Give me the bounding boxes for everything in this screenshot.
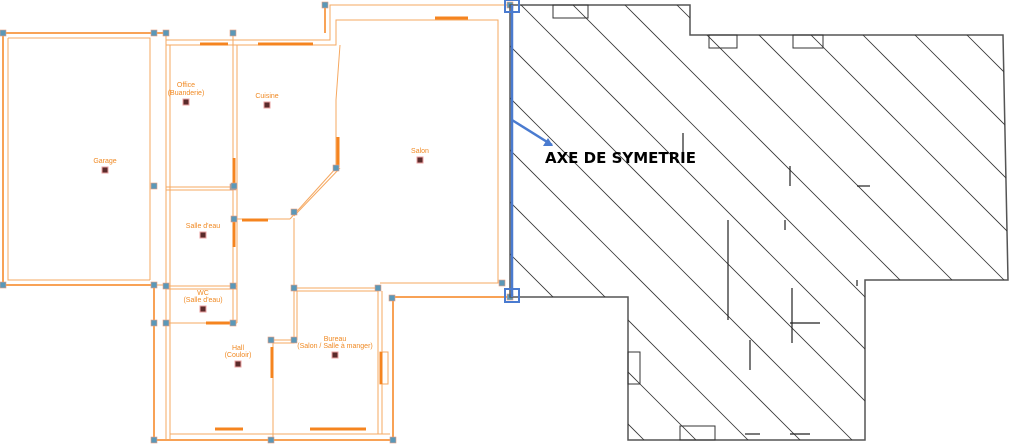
room-marker	[199, 305, 207, 313]
wall-grip	[162, 282, 170, 290]
hatch-line	[879, 5, 1008, 440]
hatch-line	[827, 5, 1008, 440]
room-label-wc: WC	[197, 290, 209, 297]
left-plan-walls	[2, 4, 510, 441]
wall-grip	[388, 294, 396, 302]
hatch-line	[510, 5, 863, 440]
room-marker	[101, 166, 109, 174]
wall-grip	[229, 319, 237, 327]
wall-grip	[290, 284, 298, 292]
wall-grip	[374, 284, 382, 292]
room-sublabel-wc: (Salle d'eau)	[183, 297, 222, 304]
hatch-line	[775, 5, 1008, 440]
room-marker	[234, 360, 242, 368]
mirrored-plan	[509, 4, 1009, 441]
wall-grip	[498, 279, 506, 287]
wall-grip	[290, 208, 298, 216]
hatch-line	[510, 5, 811, 440]
hatch-line	[510, 5, 655, 440]
room-sublabel-office: (Buanderie)	[168, 90, 205, 97]
hatch-line	[671, 5, 1008, 440]
room-label-salon: Salon	[411, 148, 429, 155]
wall-grip	[150, 436, 158, 444]
wall-grips	[0, 1, 514, 444]
wall-grip	[150, 319, 158, 327]
room-sublabel-bureau: (Salon / Salle à manger)	[297, 343, 372, 350]
room-marker	[182, 98, 190, 106]
room-labels: Garage Office (Buanderie) Cuisine Salon …	[93, 82, 429, 368]
room-label-office: Office	[177, 82, 195, 89]
symmetry-axis-label: AXE DE SYMETRIE	[545, 149, 696, 167]
room-label-cuisine: Cuisine	[255, 93, 278, 100]
room-sublabel-hall: (Couloir)	[225, 352, 252, 359]
room-label-garage: Garage	[93, 158, 116, 165]
hatch-pattern	[510, 5, 1008, 440]
wall-grip	[230, 182, 238, 190]
room-marker	[263, 101, 271, 109]
wall-grip	[150, 281, 158, 289]
hatch-line	[510, 5, 759, 440]
room-marker	[199, 231, 207, 239]
wall-grip	[389, 436, 397, 444]
wall-grip	[290, 336, 298, 344]
wall-grip	[332, 164, 340, 172]
wall-grip	[229, 29, 237, 37]
wall-grip	[0, 281, 7, 289]
hatch-line	[931, 5, 1008, 440]
hatch-line	[510, 5, 707, 440]
room-label-salle-d-eau: Salle d'eau	[186, 223, 221, 230]
room-marker	[331, 351, 339, 359]
hatch-line	[723, 5, 1008, 440]
wall-grip	[321, 1, 329, 9]
wall-grip	[162, 29, 170, 37]
wall-grip	[162, 319, 170, 327]
room-label-bureau: Bureau	[324, 336, 347, 343]
wall-grip	[229, 282, 237, 290]
wall-grip	[150, 29, 158, 37]
wall-grip	[267, 336, 275, 344]
symmetry-axis	[504, 0, 553, 303]
hatch-line	[510, 5, 915, 440]
wall-grip	[0, 29, 7, 37]
wall-grip	[150, 182, 158, 190]
wall-grip	[267, 436, 275, 444]
room-label-hall: Hall	[232, 345, 245, 352]
hatch-line	[619, 5, 1008, 440]
hatch-line	[510, 5, 551, 440]
wall-grip	[230, 215, 238, 223]
room-marker	[416, 156, 424, 164]
